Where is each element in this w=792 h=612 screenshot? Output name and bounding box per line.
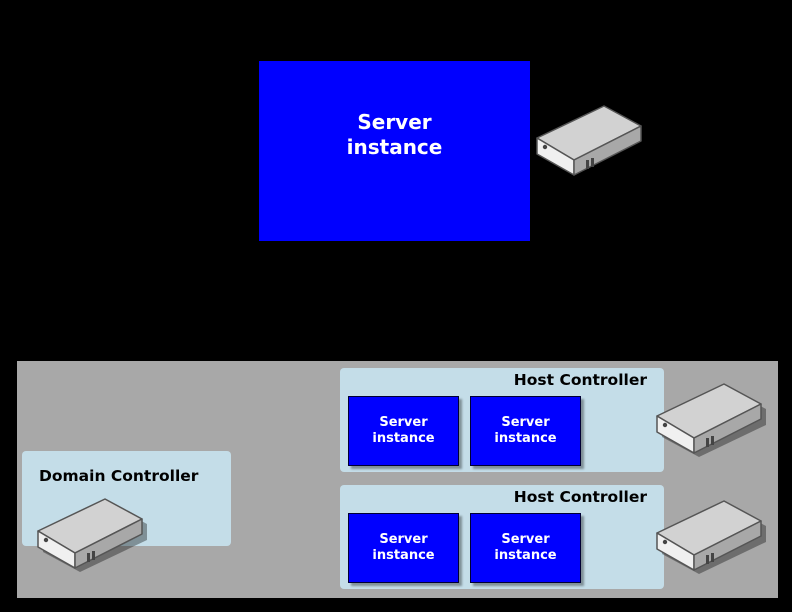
server-instance-label: Server instance [372, 532, 435, 563]
server-instance-label: Server instance [346, 110, 443, 159]
server-hardware-icon [36, 497, 148, 573]
server-hardware-icon [535, 104, 647, 180]
server-instance-label: Server instance [494, 532, 557, 563]
server-hardware-icon [655, 499, 767, 575]
host-controller-title: Host Controller [513, 371, 647, 389]
server-instance: Server instance [470, 513, 581, 583]
server-instance: Server instance [470, 396, 581, 466]
domain-controller-title: Domain Controller [39, 467, 199, 485]
server-instance-label: Server instance [372, 415, 435, 446]
host-controller-title: Host Controller [513, 488, 647, 506]
server-instance: Server instance [348, 513, 459, 583]
server-instance-label: Server instance [494, 415, 557, 446]
standalone-server-instance: Server instance [259, 61, 530, 241]
server-instance: Server instance [348, 396, 459, 466]
server-hardware-icon [655, 382, 767, 458]
